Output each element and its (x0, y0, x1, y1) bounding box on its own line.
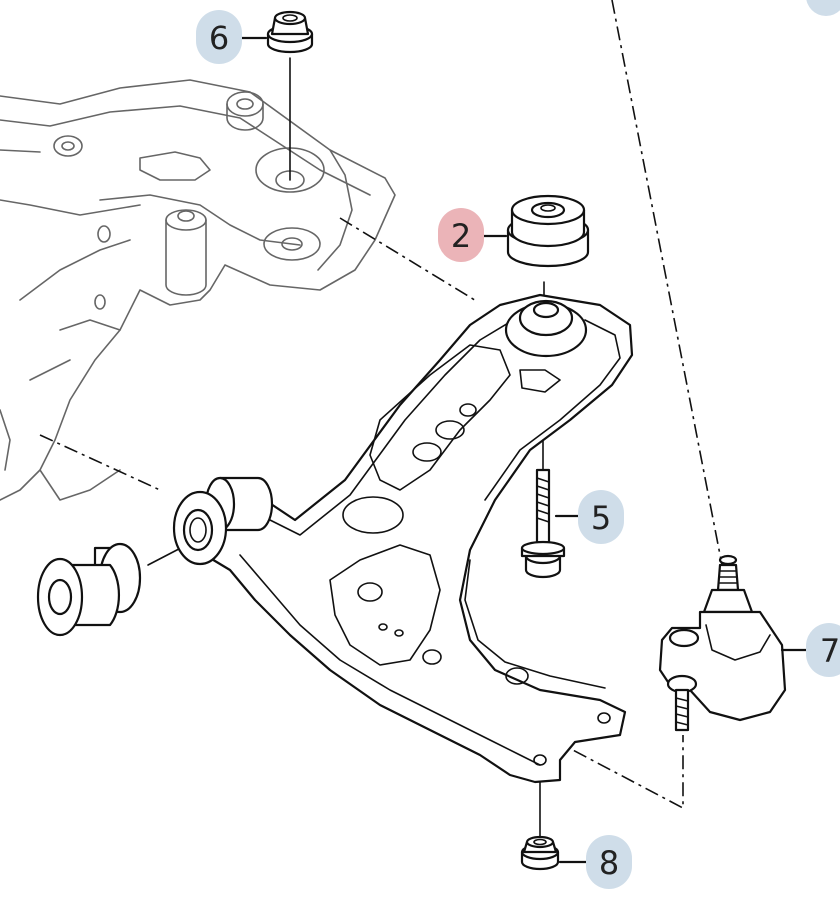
bolt-5 (520, 439, 566, 579)
callout-5-number: 5 (591, 499, 611, 537)
callout-2: 2 (438, 208, 484, 262)
callout-5-badge (578, 490, 624, 544)
callout-7-number: 7 (820, 632, 840, 670)
control-arm (172, 293, 634, 784)
callout-7-badge (806, 623, 840, 677)
callout-6: 6 (196, 10, 242, 64)
callout-5: 5 (578, 490, 624, 544)
nut-8 (520, 835, 560, 871)
callout-8-badge (586, 835, 632, 889)
callout-6-number: 6 (209, 19, 229, 57)
callout-6-badge (196, 10, 242, 64)
callout-2-badge (438, 208, 484, 262)
callout-2-number: 2 (451, 217, 471, 255)
callout-8: 8 (586, 835, 632, 889)
ball-joint-7 (658, 554, 787, 732)
callout-8-number: 8 (599, 844, 619, 882)
subframe (0, 79, 396, 501)
callout-7: 7 (806, 623, 840, 677)
corner-callout-fragment (806, 0, 840, 16)
nut-6 (266, 10, 314, 54)
front-bushing (36, 542, 142, 637)
rear-bushing (506, 194, 590, 268)
